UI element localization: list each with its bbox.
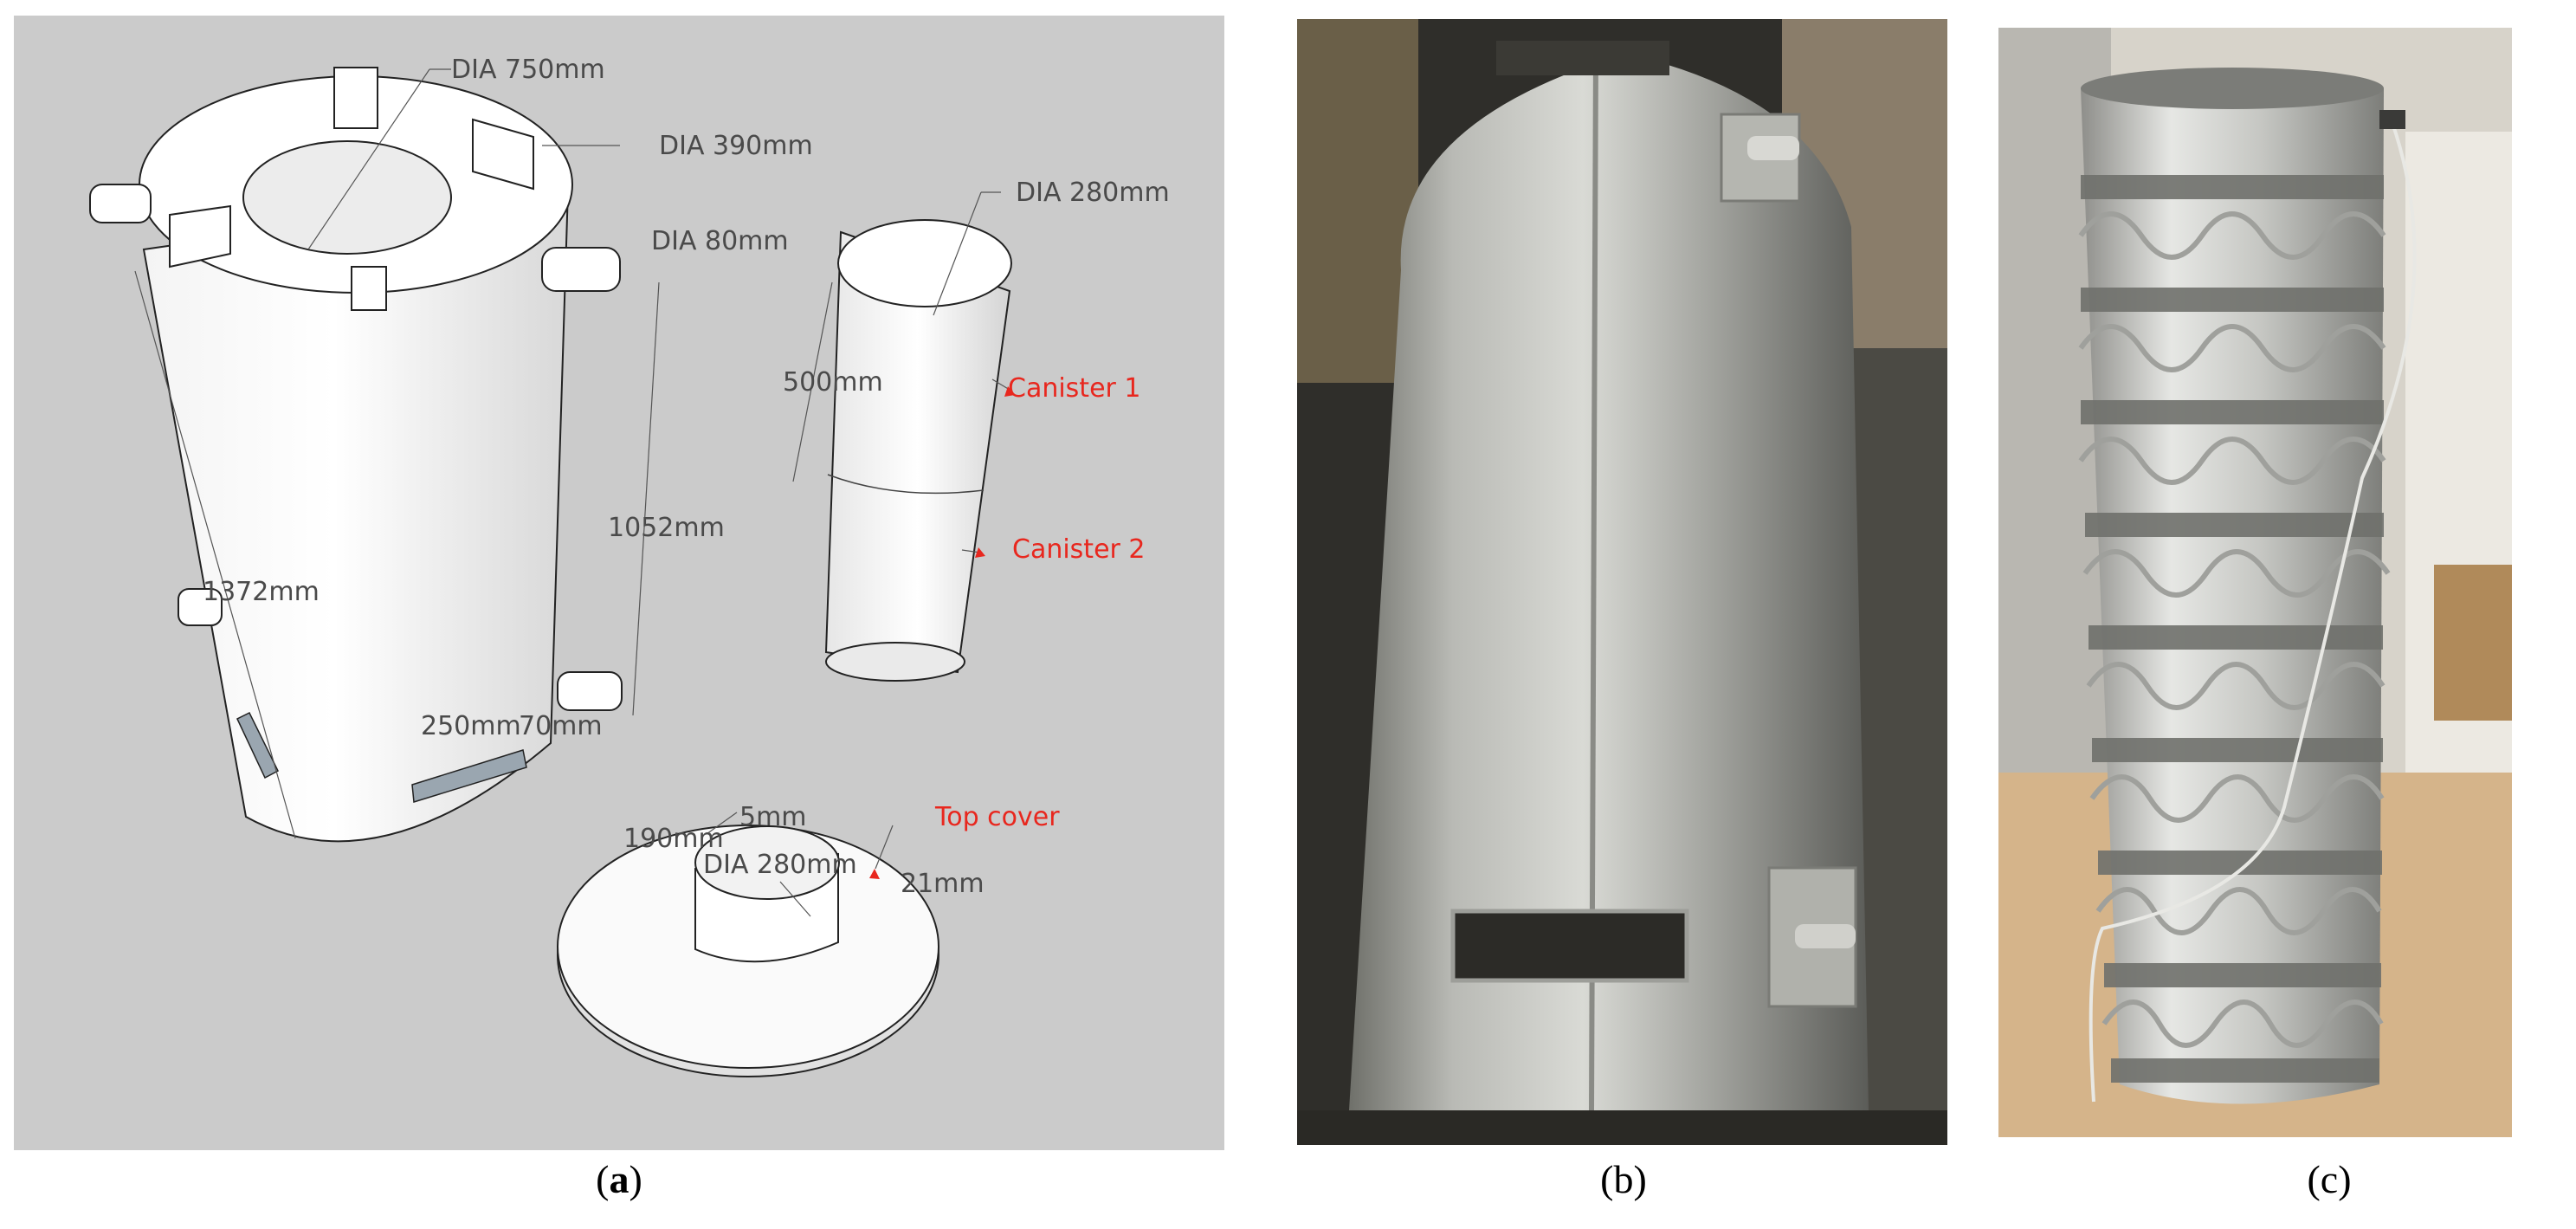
canister-bottom — [825, 642, 965, 682]
vessel-floor — [1297, 1110, 1947, 1145]
top-cover-pointer — [869, 869, 880, 879]
thermocouple-wire — [2089, 122, 2417, 1103]
cad-drawing: DIA 750mm DIA 390mm DIA 80mm DIA 280mm 5… — [89, 55, 1170, 1077]
vessel-pipe-bottom — [1795, 924, 1856, 948]
wave-coils — [2078, 211, 2391, 1048]
vessel-photo-illustration — [1297, 19, 1947, 1145]
label-500mm: 500mm — [783, 367, 883, 398]
box — [2434, 565, 2512, 721]
bottom-opening-right — [411, 749, 527, 803]
label-dia-390: DIA 390mm — [659, 131, 813, 161]
vessel-body — [1349, 54, 1869, 1110]
canister-2-pointer — [975, 547, 985, 558]
canister-top — [837, 219, 1012, 307]
label-1372mm: 1372mm — [203, 577, 320, 607]
canister-photo-illustration — [1998, 28, 2512, 1137]
canister-cylinder — [2081, 88, 2384, 1104]
caption-b: (b) — [1600, 1157, 1647, 1201]
label-canister-1: Canister 1 — [1008, 373, 1141, 404]
vessel-bottom-slot — [1450, 909, 1689, 983]
caption-c: (c) — [2307, 1157, 2352, 1201]
bottom-opening-left — [236, 711, 279, 779]
label-dia-280-canister: DIA 280mm — [1016, 178, 1170, 208]
vessel-top-notch — [1496, 41, 1669, 75]
dimension-lines — [134, 68, 1010, 917]
label-canister-2: Canister 2 — [1012, 534, 1146, 565]
label-dia-280-cover: DIA 280mm — [703, 850, 857, 880]
top-slots — [169, 67, 534, 311]
canister-photo — [1998, 28, 2512, 1137]
label-70mm: 70mm — [519, 711, 603, 741]
label-top-cover: Top cover — [934, 802, 1060, 832]
label-dia-750: DIA 750mm — [451, 55, 605, 85]
label-190mm: 190mm — [623, 824, 724, 854]
side-pipes — [89, 184, 623, 711]
wire-connector — [2379, 110, 2405, 129]
label-dia-80: DIA 80mm — [651, 226, 789, 256]
vessel-pipe-top — [1747, 136, 1799, 160]
label-21mm: 21mm — [901, 869, 985, 899]
label-5mm: 5mm — [739, 802, 807, 832]
caption-a: (a) — [596, 1157, 642, 1201]
cad-drawing-panel: DIA 750mm DIA 390mm DIA 80mm DIA 280mm 5… — [14, 16, 1224, 1150]
canister-rim — [2081, 68, 2384, 109]
canister-1-pointer — [1004, 386, 1015, 397]
label-250mm: 250mm — [421, 711, 521, 741]
label-1052mm: 1052mm — [608, 513, 725, 543]
top-cover-neck-rim — [694, 825, 840, 900]
vessel-photo — [1297, 19, 1947, 1145]
main-cylinder-bore — [242, 140, 452, 255]
canister-divider — [827, 474, 985, 495]
